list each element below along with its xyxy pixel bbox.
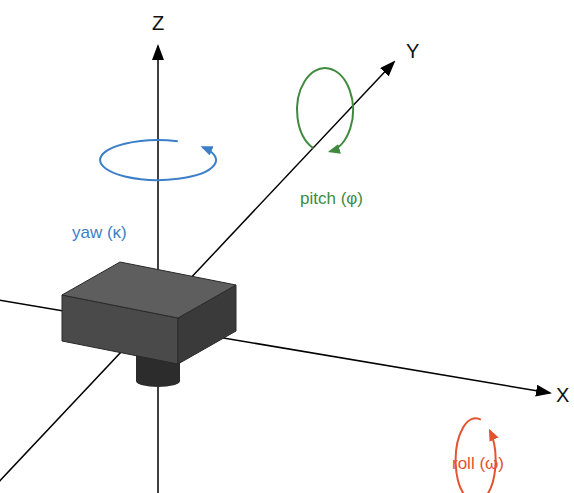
- rotation-label: roll (ω): [452, 455, 504, 474]
- axis-letter: X: [556, 384, 569, 406]
- camera-body: [62, 262, 236, 387]
- rotation-label: pitch (φ): [300, 190, 363, 209]
- pitch-arrow: [297, 68, 353, 151]
- axis-letter: Z: [152, 12, 164, 34]
- axis-letter: Y: [406, 40, 419, 62]
- y-axis: [0, 62, 394, 486]
- yaw-arrow: [100, 140, 216, 180]
- rotation-label: yaw (κ): [72, 224, 127, 243]
